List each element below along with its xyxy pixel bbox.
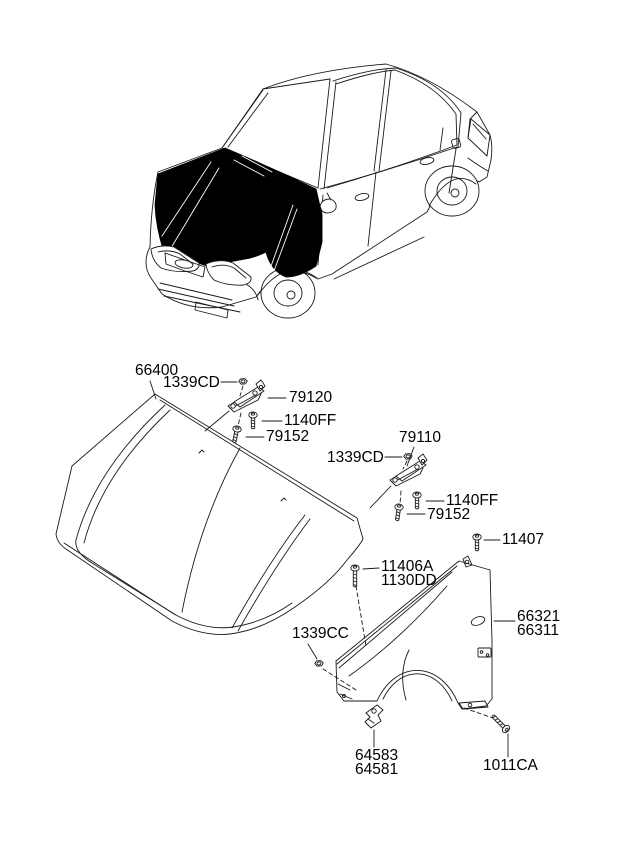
front-door-handle <box>354 193 370 201</box>
fender-bracket-drawing <box>364 704 384 729</box>
fender-bolt-front-callout-a[interactable]: 11406A <box>381 558 434 575</box>
fender-panel-callout-b[interactable]: 66311 <box>517 622 559 639</box>
hood-panel-callout[interactable]: 66400 <box>135 362 179 379</box>
hood-panel-drawing <box>55 393 364 635</box>
fender-bolt-front-callout-b[interactable]: 1130DD <box>381 572 437 589</box>
assembly-dashed-lines <box>237 385 494 719</box>
hood-bolt-a-callout[interactable]: 79152 <box>266 428 310 445</box>
fuel-door <box>451 138 462 149</box>
hinge-bolt-a-icon <box>248 411 258 430</box>
fender-panel-callout-a[interactable]: 66321 <box>517 608 561 625</box>
headlight-right <box>205 260 252 286</box>
fender-bolt-front-icon <box>350 564 360 588</box>
hinge-bolt-a-callout[interactable]: 1140FF <box>284 412 337 429</box>
hood-bolt-b-callout[interactable]: 79152 <box>427 506 471 523</box>
car-side-details <box>317 148 457 280</box>
fender-panel-drawing <box>335 555 493 710</box>
hinge-nut-b-callout[interactable]: 1339CD <box>327 449 384 466</box>
hinge-bolt-b-icon <box>412 491 422 510</box>
side-mirror <box>319 198 337 214</box>
hinge-nut-a-icon <box>238 378 248 385</box>
hood-hinge-b-drawing <box>369 453 428 509</box>
hood-hinge-a-drawing <box>204 379 266 432</box>
fender-bolt-upper-icon <box>472 533 482 552</box>
rear-wheel <box>424 165 480 217</box>
leader-lines <box>149 380 516 758</box>
hood-hinge-a-callout[interactable]: 79120 <box>289 389 333 406</box>
rear-door-handle <box>419 157 435 165</box>
hood-bolt-b-icon <box>392 502 405 522</box>
hinge-bolt-b-callout[interactable]: 1140FF <box>446 492 499 509</box>
fender-nut-icon <box>314 660 324 667</box>
fender-bolt-lower-icon <box>489 712 512 735</box>
hood-gap-lines <box>161 155 298 272</box>
fender-bracket-callout-b[interactable]: 64581 <box>355 761 399 778</box>
side-marker-hole <box>470 616 486 626</box>
fender-nut-callout[interactable]: 1339CC <box>292 625 349 642</box>
vehicle-illustration <box>145 63 493 319</box>
hood-hinge-b-callout[interactable]: 79110 <box>399 429 441 446</box>
grille-logo <box>174 259 194 269</box>
hinge-nut-a-callout[interactable]: 1339CD <box>163 374 220 391</box>
grille <box>164 252 206 278</box>
front-wheel <box>257 267 318 319</box>
car-front-details <box>150 245 259 319</box>
fender-bracket-callout-a[interactable]: 64583 <box>355 747 399 764</box>
fender-bolt-lower-callout[interactable]: 1011CA <box>483 757 538 774</box>
fender-bolt-upper-callout[interactable]: 11407 <box>502 531 544 548</box>
car-rear-details <box>451 111 491 172</box>
